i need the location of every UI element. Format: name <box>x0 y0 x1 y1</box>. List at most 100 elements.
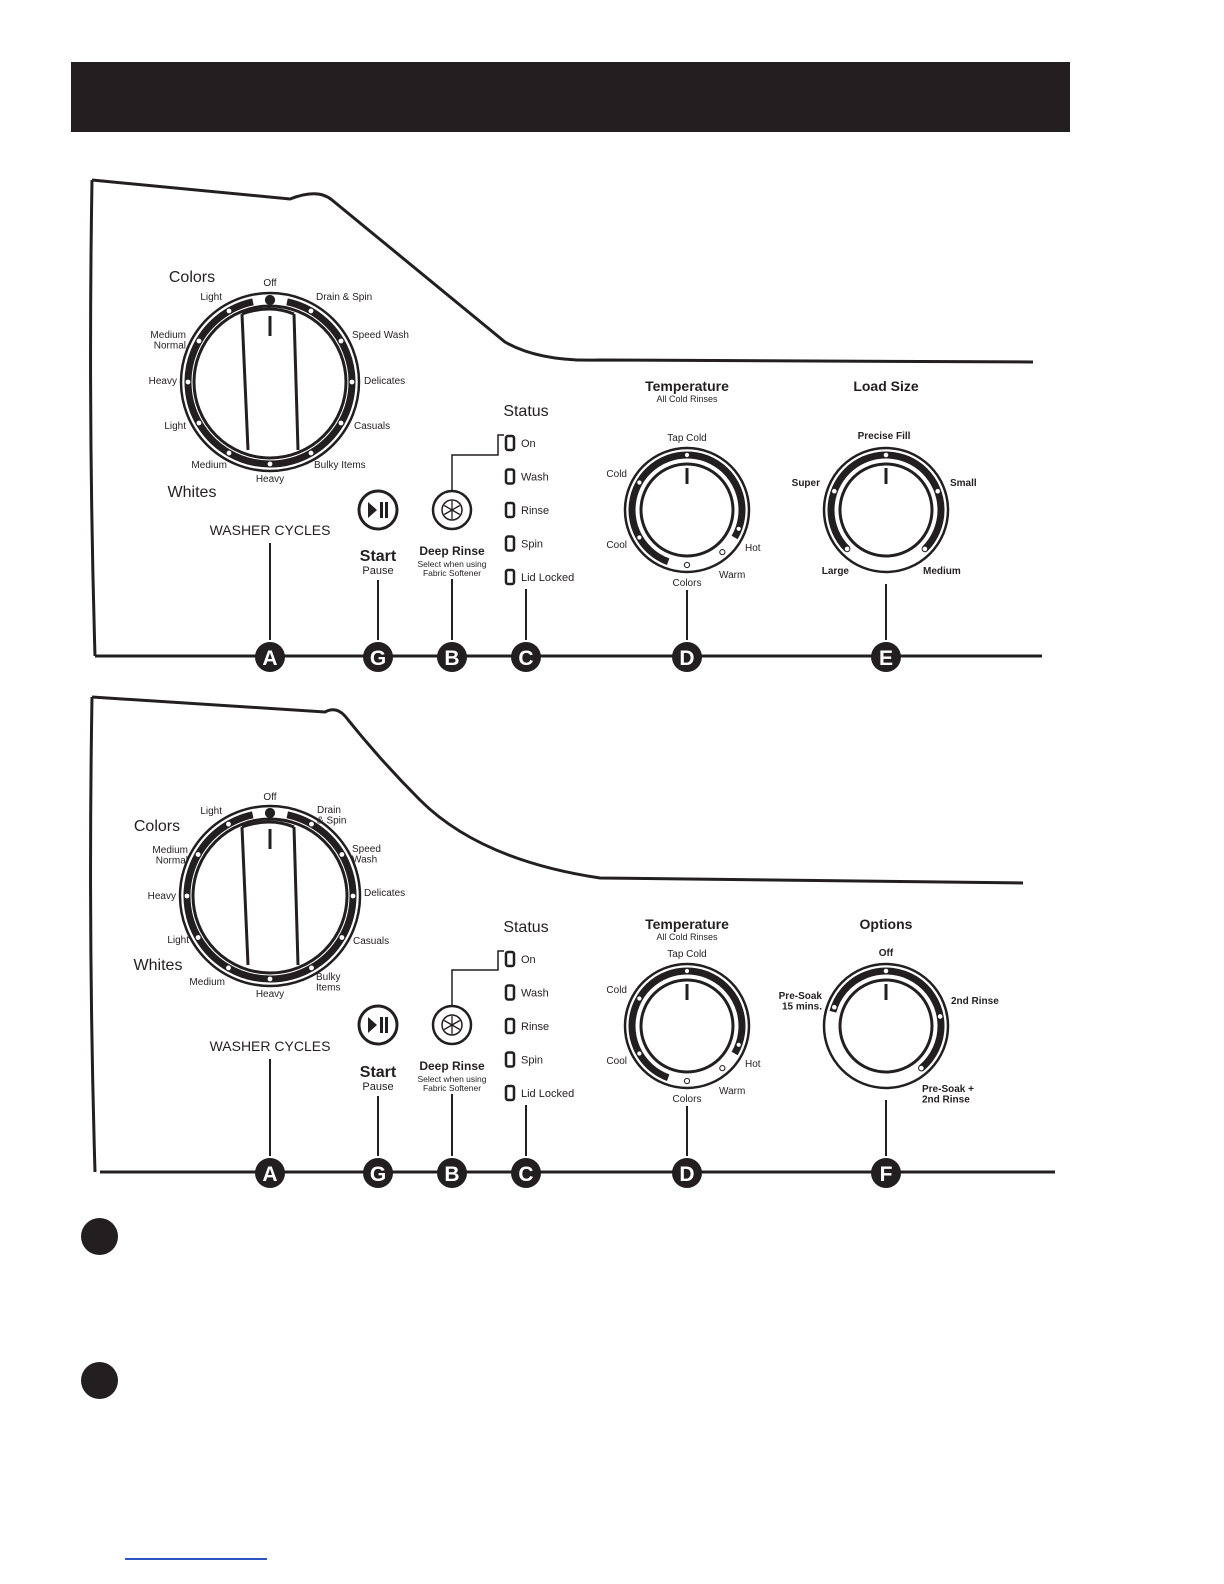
temperature-title: Temperature <box>645 916 729 932</box>
status-light-icon <box>504 501 516 519</box>
temperature-label: Colors <box>673 1094 702 1105</box>
status-title: Status <box>503 919 548 936</box>
right-knob-dot <box>831 1003 838 1011</box>
cycle-dial-dot <box>266 460 274 468</box>
right-knob-dot <box>918 1064 925 1072</box>
load-size-knob[interactable] <box>822 446 950 574</box>
status-item-label: On <box>521 438 536 450</box>
right-knob-inner-ring <box>838 978 934 1074</box>
cycle-label: Light <box>167 935 189 946</box>
fan-icon-ring <box>441 499 463 521</box>
cycle-dial-dot <box>225 307 233 315</box>
deep-rinse-button[interactable] <box>431 950 504 1046</box>
cycle-label: Casuals <box>353 936 389 947</box>
temperature-dot <box>683 451 691 459</box>
status-light-icon <box>504 535 516 552</box>
options-knob[interactable] <box>822 962 950 1090</box>
cycle-dial[interactable] <box>179 291 361 473</box>
status-light-icon <box>504 1084 516 1102</box>
washer-cycles-caption: WASHER CYCLES <box>210 1038 331 1054</box>
play-icon <box>368 502 377 518</box>
panel-left-edge <box>89 179 97 657</box>
panel-left-edge <box>89 696 97 1173</box>
right-knob-dot <box>934 487 941 495</box>
panel-top-edge <box>91 178 1034 364</box>
cycle-label: Drain & Spin <box>316 292 372 303</box>
temperature-label: Warm <box>719 570 745 581</box>
temperature-knob[interactable] <box>623 446 751 574</box>
cycle-dial-dot <box>348 378 356 386</box>
temperature-sub: All Cold Rinses <box>656 394 718 404</box>
pause-bar-icon <box>380 502 383 518</box>
cycle-group-colors: Colors <box>134 818 180 835</box>
status-item-label: On <box>521 954 536 966</box>
section-bullet-1 <box>81 1218 118 1255</box>
cycle-dial-outer-ring <box>179 291 361 473</box>
cycle-dial-dot <box>183 892 191 900</box>
cycle-label: Heavy <box>149 376 177 387</box>
status-light-icon <box>504 1051 516 1068</box>
start-pause-button[interactable] <box>357 489 399 531</box>
callout-bubble <box>511 1158 541 1188</box>
cycle-group-colors: Colors <box>169 269 215 286</box>
status-item-label: Wash <box>521 988 549 1000</box>
fan-blade-icon <box>451 509 461 516</box>
callout-bubble <box>871 1158 901 1188</box>
right-knob-dot <box>882 967 890 975</box>
callout-bubble <box>437 642 467 672</box>
cycle-dial-inner-ring <box>191 817 349 975</box>
cycle-dial[interactable] <box>178 804 362 988</box>
temperature-inner-ring <box>639 462 735 558</box>
start-pause-button[interactable] <box>357 1004 399 1046</box>
right-knob-dot <box>921 545 929 553</box>
cycle-dial-outer-ring <box>178 804 362 988</box>
right-knob-label: Large <box>822 566 850 577</box>
callout-letter: B <box>444 1163 459 1186</box>
cycle-label: Speed Wash <box>352 330 409 341</box>
temperature-dot <box>719 1065 726 1072</box>
right-knob-label: Medium <box>923 566 961 577</box>
link-underline[interactable] <box>125 1558 267 1560</box>
status-light-icon <box>504 1017 516 1035</box>
temperature-dot <box>735 1041 742 1048</box>
temperature-label: Colors <box>673 578 702 589</box>
deep-rinse-button[interactable] <box>431 434 504 531</box>
temperature-label: Hot <box>745 1059 761 1070</box>
status-light-icon <box>504 984 516 1001</box>
temperature-knob[interactable] <box>623 962 751 1090</box>
section-bullet-2 <box>81 1362 118 1399</box>
temperature-label: Cold <box>606 469 627 480</box>
cycle-dial-dot <box>349 892 357 900</box>
temperature-label: Hot <box>745 543 761 554</box>
cycle-label: Heavy <box>148 891 176 902</box>
temperature-inner-ring <box>639 978 735 1074</box>
start-label: Start <box>360 548 397 565</box>
pause-label: Pause <box>362 1081 393 1093</box>
status-light-icon <box>504 434 516 452</box>
status-item-label: Wash <box>521 472 549 484</box>
right-knob-inner-ring <box>838 462 934 558</box>
right-knob-dot <box>843 545 851 553</box>
cycle-dial-dot <box>307 307 315 315</box>
callout-letter: G <box>370 1163 386 1186</box>
cycle-dial-grip <box>240 820 300 966</box>
callout-bubble <box>511 642 541 672</box>
temperature-dot <box>683 1077 691 1085</box>
callout-bubble <box>672 642 702 672</box>
cycle-dial-dot <box>194 933 202 942</box>
pause-label: Pause <box>362 565 393 577</box>
cycle-dial-dot <box>195 337 203 345</box>
cycle-dial-dot <box>224 820 233 828</box>
temperature-outer-ring <box>623 962 751 1090</box>
temperature-label: Tap Cold <box>667 433 706 444</box>
callout-letter: E <box>879 647 893 670</box>
washer-cycles-caption: WASHER CYCLES <box>210 522 331 538</box>
right-knob-track <box>829 967 945 1071</box>
fan-blade-icon <box>443 504 453 511</box>
right-knob-outer-ring <box>822 446 950 574</box>
status-light-icon <box>504 950 516 968</box>
cycle-label: Medium <box>191 460 227 471</box>
play-pause-icon <box>357 489 399 531</box>
